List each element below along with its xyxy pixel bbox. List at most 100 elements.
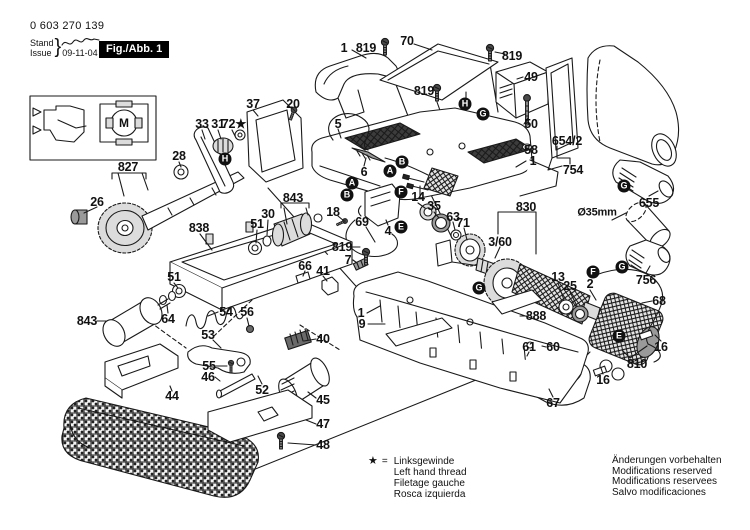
drive-gear-assembly	[70, 126, 246, 254]
connector-marker-A: A	[383, 164, 397, 178]
part-callout-67: 67	[546, 395, 560, 410]
part-callout-40: 40	[316, 331, 330, 346]
part-callout-37: 37	[246, 96, 260, 111]
part-callout-48: 48	[316, 437, 330, 452]
part-callout-16: 16	[596, 372, 610, 387]
note-line-de: Änderungen vorbehalten	[612, 455, 722, 466]
legend-line-es: Rosca izquierda	[393, 489, 466, 500]
part-callout-41: 41	[316, 263, 330, 278]
belt-cover-part	[246, 99, 304, 183]
wiring-schematic-inset	[29, 95, 157, 161]
top-cover-part	[314, 52, 399, 119]
connector-marker-E: E	[394, 220, 408, 234]
elbow-adapter-756	[625, 239, 671, 276]
main-housing-part	[352, 247, 589, 404]
part-callout-2: 2	[586, 276, 594, 291]
leader-lines	[83, 43, 662, 446]
part-callout-45: 45	[316, 392, 330, 407]
part-callout-827: 827	[117, 159, 139, 174]
part-callout-9: 9	[358, 316, 366, 331]
part-callout-70: 70	[400, 33, 414, 48]
modifications-note: Änderungen vorbehalten Modifications res…	[612, 455, 722, 498]
stator-assembly	[547, 268, 664, 381]
note-line-fr: Modifications reservees	[612, 476, 718, 487]
tension-lever-assembly	[185, 306, 256, 399]
part-callout-888: 888	[525, 308, 547, 323]
part-callout-7: 7	[344, 252, 352, 267]
connector-marker-G: G	[617, 179, 631, 193]
connector-marker-G: G	[615, 260, 629, 274]
part-callout-810: 810	[626, 356, 648, 371]
part-callout-52: 52	[255, 382, 269, 397]
note-line-es: Salvo modificaciones	[612, 486, 706, 498]
part-callout-51: 51	[250, 216, 264, 231]
front-roller-assembly	[102, 283, 187, 347]
part-callout-64: 64	[161, 311, 175, 326]
note-line-en: Modifications reserved	[612, 465, 713, 477]
connector-marker-G: G	[476, 107, 490, 121]
part-callout-61: 61	[522, 339, 536, 354]
part-callout-16: 16	[654, 339, 668, 354]
part-callout-66: 66	[298, 258, 312, 273]
part-callout-20: 20	[286, 96, 300, 111]
part-callout-35: 35	[427, 198, 441, 213]
part-callout-756: 756	[635, 272, 657, 287]
part-callout-30: 30	[261, 206, 275, 221]
part-callout-55: 55	[202, 358, 216, 373]
part-callout-655: 655	[638, 195, 660, 210]
part-callout-Ø35mm: Ø35mm	[577, 206, 617, 219]
issue-date: 09-11-04	[62, 47, 98, 58]
end-cap-part	[495, 61, 549, 119]
part-callout-50: 50	[524, 116, 538, 131]
part-callout-56: 56	[240, 304, 254, 319]
elbow-adapter-655	[612, 159, 675, 205]
part-callout-58: 58	[524, 142, 538, 157]
motor-symbol-label: M	[119, 116, 129, 130]
title-block: 0 603 270 139 Stand Issue } 09-11-04	[30, 20, 104, 59]
part-callout-1: 1	[340, 40, 348, 55]
part-callout-830: 830	[515, 199, 537, 214]
legend-line-en: Left hand thread	[393, 467, 467, 478]
connector-marker-F: F	[586, 265, 600, 279]
part-callout-13: 13	[551, 269, 565, 284]
top-roller-assembly	[247, 212, 323, 256]
power-cord-assembly	[328, 113, 459, 197]
connector-marker-B: B	[395, 155, 409, 169]
part-callout-819: 819	[501, 48, 523, 63]
part-callout-18: 18	[326, 204, 340, 219]
legend-line-fr: Filetage gauche	[393, 478, 465, 489]
part-callout-46: 46	[201, 369, 215, 384]
part-callout-838: 838	[188, 220, 210, 235]
connector-marker-H: H	[458, 97, 472, 111]
brace-glyph: }	[54, 36, 62, 58]
part-callout-14: 14	[411, 189, 425, 204]
part-callout-754: 754	[562, 162, 584, 177]
legend-equals: =	[381, 456, 388, 467]
part-callout-654/2: 654/2	[551, 133, 583, 148]
part-callout-51: 51	[167, 269, 181, 284]
part-callout-819: 819	[331, 239, 353, 254]
sanding-foot-part	[104, 343, 179, 399]
part-callout-53: 53	[201, 327, 215, 342]
star-icon: ★	[368, 455, 378, 467]
signature-scribble	[61, 38, 100, 46]
figure-label: Fig./Abb. 1	[99, 41, 170, 58]
left-hand-thread-legend: ★ = Linksgewinde Left hand thread Fileta…	[368, 455, 467, 501]
part-callout-4: 4	[384, 223, 392, 238]
part-callout-31: 31	[211, 116, 225, 131]
connector-marker-A: A	[345, 176, 359, 190]
part-callout-1: 1	[357, 305, 365, 320]
legend-line-de: Linksgewinde	[393, 456, 455, 467]
motor-housing-part	[311, 107, 559, 201]
stand-label: Stand	[30, 37, 54, 48]
connector-marker-E: E	[612, 329, 626, 343]
group-bracket-830	[497, 211, 537, 255]
part-callout-44: 44	[165, 388, 179, 403]
part-callout-63: 63	[446, 209, 460, 224]
part-callout-25: 25	[563, 278, 577, 293]
part-callout-71: 71	[456, 215, 470, 230]
part-callout-69: 69	[355, 214, 369, 229]
part-callout-72★: 72★	[221, 116, 247, 131]
